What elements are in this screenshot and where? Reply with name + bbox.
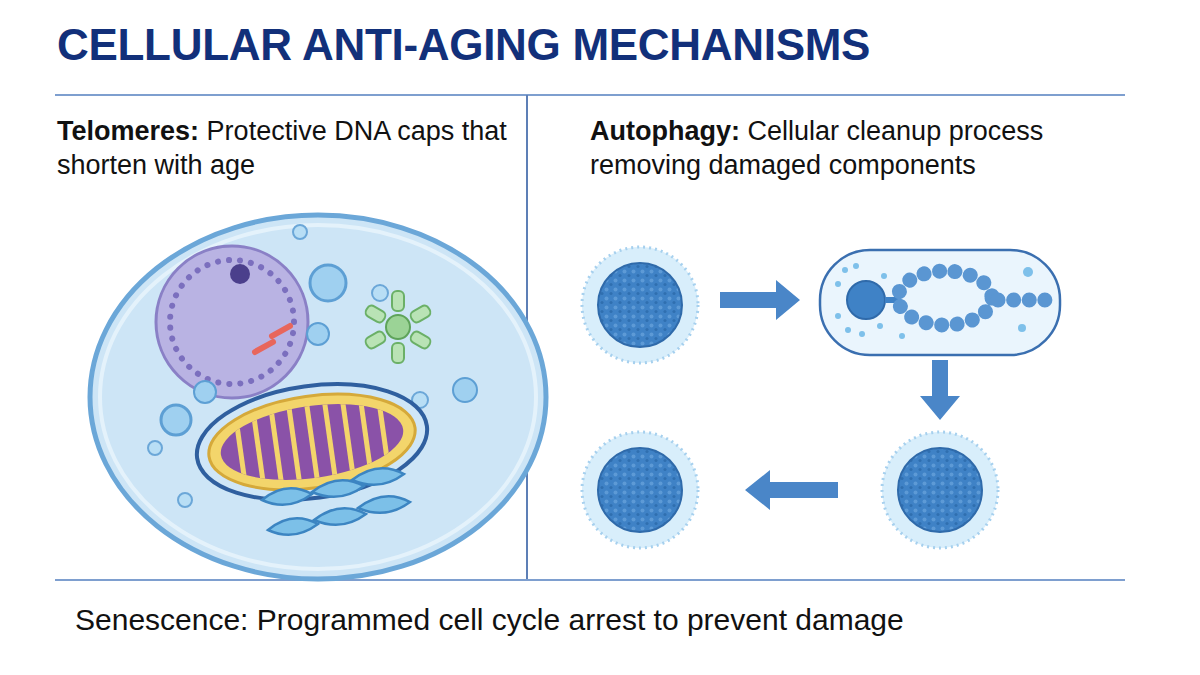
centrosome <box>364 291 432 363</box>
membrane-highlight <box>100 225 536 569</box>
endoplasmic-reticulum <box>262 468 410 535</box>
term-label: Autophagy: <box>590 116 740 146</box>
flow-arrow <box>920 360 960 420</box>
description-text: Senescence: Programmed cell cycle arrest… <box>75 603 904 636</box>
vesicle <box>194 381 216 403</box>
vesicle <box>310 265 346 301</box>
mitochondrion <box>189 370 434 513</box>
vesicle <box>148 441 162 455</box>
cell-membrane <box>90 215 546 579</box>
cell-stage <box>582 247 698 363</box>
cell-stage <box>582 432 698 548</box>
ribosome-rods <box>255 326 290 352</box>
autophagy-cycle <box>582 247 1060 548</box>
vesicle <box>161 405 191 435</box>
vesicle <box>293 225 307 239</box>
divider-line <box>55 579 1125 581</box>
diagram-title: CELLULAR ANTI-AGING MECHANISMS <box>57 20 1157 70</box>
flow-arrow <box>745 470 838 510</box>
vesicle <box>453 378 477 402</box>
panel-caption: Autophagy:Cellular cleanup process remov… <box>590 114 1150 182</box>
cell-illustration <box>90 215 546 579</box>
vesicle <box>307 323 329 345</box>
vesicle <box>372 285 388 301</box>
divider-line <box>55 94 1125 96</box>
nucleolus <box>230 264 250 284</box>
term-label: Telomeres: <box>57 116 199 146</box>
cell-stage <box>882 432 998 548</box>
nucleus <box>156 246 308 398</box>
nuclear-pores <box>170 260 294 384</box>
flow-arrow <box>720 280 800 320</box>
panel-caption: Telomeres:Protective DNA caps that short… <box>57 114 507 182</box>
footer-note: Senescence: Programmed cell cycle arrest… <box>75 601 1185 639</box>
autophagosome <box>820 250 1060 355</box>
vesicle <box>178 493 192 507</box>
